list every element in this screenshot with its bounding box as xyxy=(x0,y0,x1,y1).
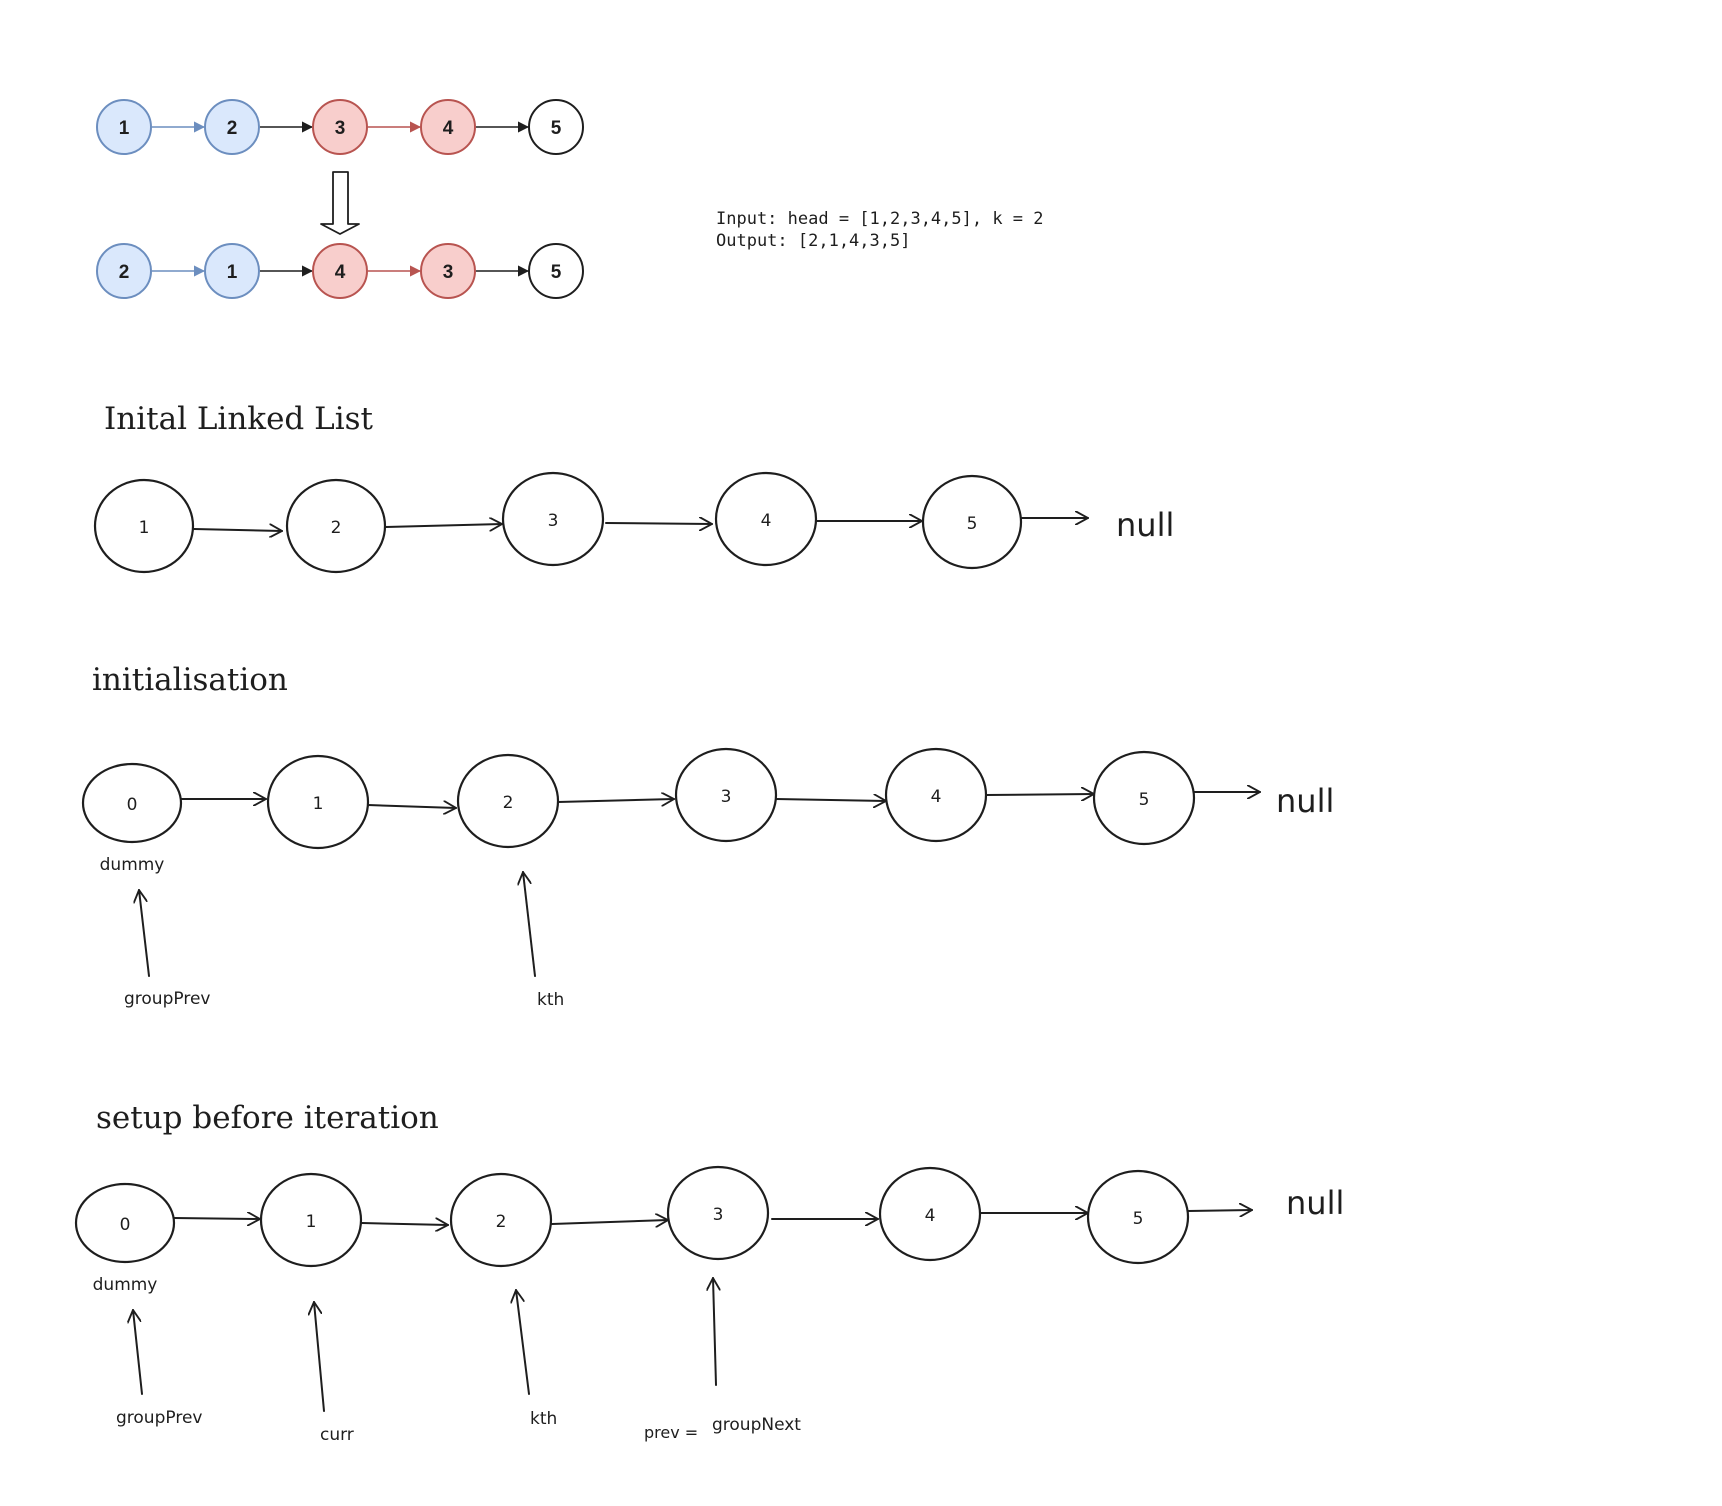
section-init: initialisation 0 1 2 3 4 5 null dummy gr… xyxy=(81,662,1334,1010)
section-initial: Inital Linked List 1 2 3 4 5 null xyxy=(93,401,1174,574)
setup-pointer-kth-label: kth xyxy=(530,1409,557,1429)
initial-node-5 xyxy=(921,474,1023,570)
setup-node-2-label: 2 xyxy=(496,1212,507,1232)
init-dummy-label: dummy xyxy=(100,855,165,875)
section-init-title: initialisation xyxy=(92,662,288,698)
init-pointer-groupprev-label: groupPrev xyxy=(124,989,210,1009)
before-node-4-label: 4 xyxy=(443,118,454,139)
after-node-2 xyxy=(204,243,260,299)
before-node-1-label: 1 xyxy=(119,118,130,139)
initial-arrow-3 xyxy=(605,523,712,524)
after-list: 2 1 4 3 5 xyxy=(96,243,584,299)
setup-arrow-6 xyxy=(1187,1210,1252,1211)
setup-null-label: null xyxy=(1286,1184,1344,1222)
initial-node-1 xyxy=(93,478,195,574)
after-node-2-label: 1 xyxy=(227,262,238,283)
before-node-3-label: 3 xyxy=(335,118,346,139)
setup-node-3-label: 3 xyxy=(713,1205,724,1225)
setup-pointer-groupnext-label: groupNext xyxy=(712,1415,801,1435)
setup-pointer-prev-label: prev = xyxy=(644,1423,698,1442)
after-node-1-label: 2 xyxy=(119,262,130,283)
init-arrow-4 xyxy=(775,799,886,801)
initial-node-3 xyxy=(501,471,605,567)
init-arrow-3 xyxy=(557,799,674,802)
init-node-4-label: 4 xyxy=(931,787,942,807)
setup-pointer-groupprev-arrow xyxy=(133,1310,143,1395)
output-text: Output: [2,1,4,3,5] xyxy=(716,231,910,251)
init-node-5 xyxy=(1092,750,1196,846)
section-initial-title: Inital Linked List xyxy=(104,401,374,437)
init-pointer-kth-label: kth xyxy=(537,990,564,1010)
after-node-5 xyxy=(528,243,584,299)
initial-node-4-label: 4 xyxy=(761,511,772,531)
setup-dummy-label: dummy xyxy=(93,1275,158,1295)
setup-node-4-label: 4 xyxy=(925,1206,936,1226)
init-node-0-label: 0 xyxy=(127,795,138,815)
initial-node-3-label: 3 xyxy=(548,511,559,531)
before-node-2-label: 2 xyxy=(227,118,238,139)
init-node-4 xyxy=(884,747,988,843)
before-node-1 xyxy=(96,99,152,155)
init-node-1 xyxy=(266,754,370,850)
before-node-5 xyxy=(528,99,584,155)
after-node-3-label: 4 xyxy=(335,262,346,283)
after-node-4-label: 3 xyxy=(443,262,454,283)
initial-arrow-2 xyxy=(385,524,502,527)
setup-pointer-curr-label: curr xyxy=(320,1425,354,1445)
initial-node-2 xyxy=(285,478,387,574)
setup-node-5 xyxy=(1086,1169,1190,1265)
setup-node-1-label: 1 xyxy=(306,1212,317,1232)
initial-node-2-label: 2 xyxy=(331,518,342,538)
setup-pointer-curr-arrow xyxy=(314,1302,325,1412)
setup-pointer-kth-arrow xyxy=(516,1290,530,1395)
init-pointer-kth-arrow xyxy=(523,872,536,977)
init-node-5-label: 5 xyxy=(1139,790,1150,810)
init-node-3-label: 3 xyxy=(721,787,732,807)
setup-node-0-label: 0 xyxy=(120,1215,131,1235)
setup-pointer-groupnext-arrow xyxy=(713,1278,716,1386)
before-node-5-label: 5 xyxy=(551,118,562,139)
setup-node-1 xyxy=(259,1172,363,1268)
section-setup: setup before iteration 0 1 2 3 4 5 null … xyxy=(74,1100,1344,1445)
transform-down-arrow xyxy=(320,171,360,235)
setup-node-3 xyxy=(666,1165,770,1261)
init-node-0 xyxy=(81,762,183,844)
before-list: 1 2 3 4 5 xyxy=(96,99,584,155)
before-node-4 xyxy=(420,99,476,155)
init-node-2 xyxy=(456,753,560,849)
setup-node-5-label: 5 xyxy=(1133,1209,1144,1229)
after-node-1 xyxy=(96,243,152,299)
init-null-label: null xyxy=(1276,782,1334,820)
init-node-2-label: 2 xyxy=(503,793,514,813)
after-node-5-label: 5 xyxy=(551,262,562,283)
input-text: Input: head = [1,2,3,4,5], k = 2 xyxy=(716,209,1044,229)
after-node-4 xyxy=(420,243,476,299)
before-node-2 xyxy=(204,99,260,155)
init-arrow-2 xyxy=(367,805,456,808)
init-pointer-groupprev-arrow xyxy=(139,890,150,977)
initial-arrow-1 xyxy=(193,529,282,531)
setup-arrow-1 xyxy=(173,1218,260,1219)
setup-node-2 xyxy=(449,1172,553,1268)
setup-node-0 xyxy=(74,1182,176,1264)
setup-node-4 xyxy=(878,1166,982,1262)
section-setup-title: setup before iteration xyxy=(96,1100,439,1136)
initial-null-label: null xyxy=(1116,506,1174,544)
initial-node-4 xyxy=(714,471,818,567)
init-node-3 xyxy=(674,747,778,843)
setup-arrow-3 xyxy=(551,1220,668,1224)
after-node-3 xyxy=(312,243,368,299)
setup-pointer-groupprev-label: groupPrev xyxy=(116,1408,202,1428)
init-arrow-5 xyxy=(985,794,1094,795)
setup-arrow-2 xyxy=(361,1223,448,1225)
initial-node-1-label: 1 xyxy=(139,518,150,538)
init-node-1-label: 1 xyxy=(313,794,324,814)
before-node-3 xyxy=(312,99,368,155)
top-example: 1 2 3 4 5 2 1 4 3 5 Input: head = [1,2,3… xyxy=(96,99,1044,299)
initial-node-5-label: 5 xyxy=(967,514,978,534)
